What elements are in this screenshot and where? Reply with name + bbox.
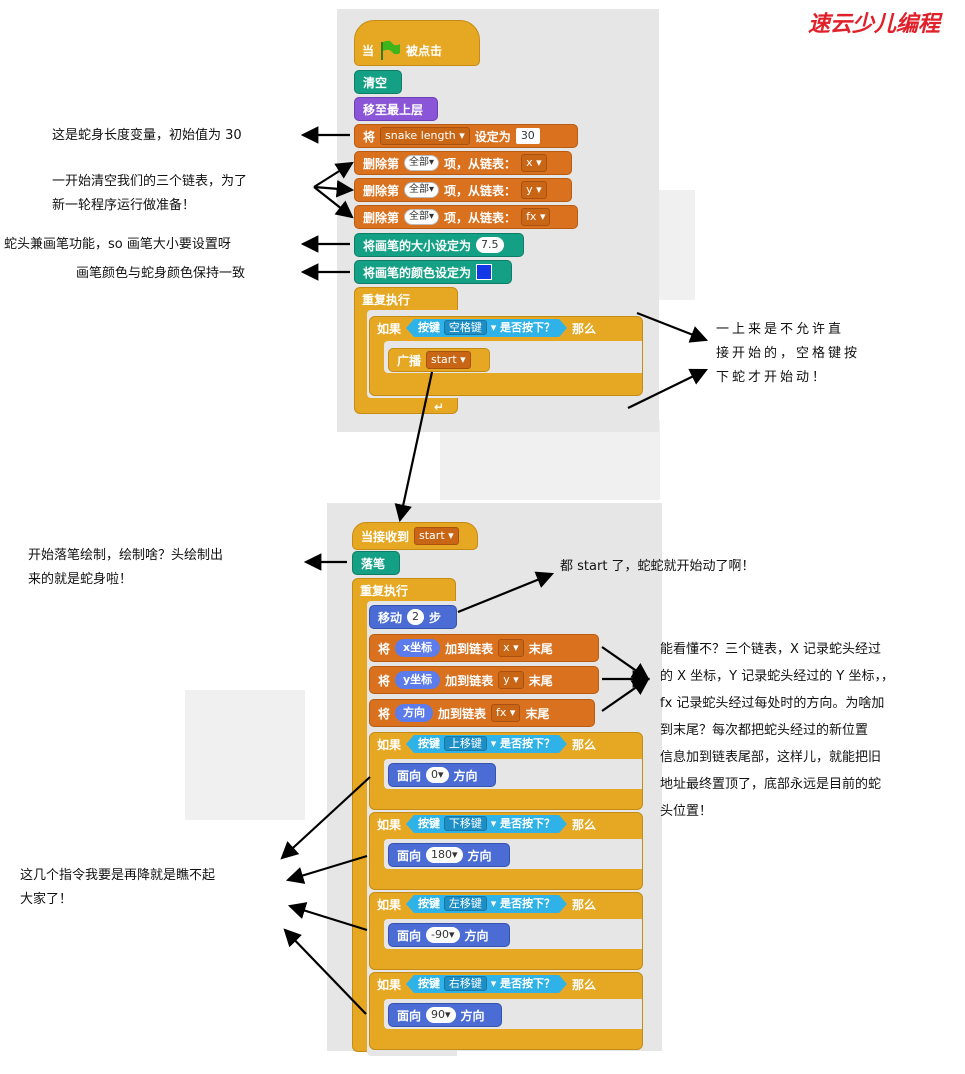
delete-list-block[interactable]: 删除第 全部▾ 项，从链表： y ▾ [354, 178, 572, 202]
set-variable-block[interactable]: 将 snake length ▾ 设定为 30 [354, 124, 578, 148]
blur-patch [655, 190, 695, 300]
pen-size-input[interactable]: 7.5 [476, 237, 504, 253]
list-dropdown[interactable]: fx ▾ [491, 704, 521, 722]
blur-patch [440, 420, 660, 500]
arrow [283, 928, 367, 1015]
if-header: 如果 按键 空格键 ▾ 是否按下？ 那么 [377, 319, 597, 337]
direction-input[interactable]: 180▾ [426, 847, 463, 863]
point-direction-block[interactable]: 面向 180▾ 方向 [388, 843, 510, 867]
add-to-list-block[interactable]: 将 y坐标 加到链表 y ▾ 末尾 [369, 666, 599, 694]
when-receive-hat[interactable]: 当接收到 start ▾ [352, 522, 478, 550]
note-clear-lists: 一开始清空我们的三个链表，为了新一轮程序运行做准备！ [52, 174, 248, 213]
move-steps-block[interactable]: 移动 2 步 [369, 605, 457, 629]
direction-input[interactable]: 0▾ [426, 767, 449, 783]
steps-input[interactable]: 2 [407, 609, 425, 625]
key-pressed-sensor[interactable]: 按键 右移键 ▾ 是否按下？ [406, 975, 567, 993]
key-pressed-sensor[interactable]: 按键 左移键 ▾ 是否按下？ [406, 895, 567, 913]
arrow [313, 161, 354, 188]
direction-reporter[interactable]: 方向 [395, 704, 434, 722]
point-direction-block[interactable]: 面向 90▾ 方向 [388, 1003, 502, 1027]
note-start-move: 都 start 了，蛇蛇就开始动了啊！ [560, 559, 755, 574]
list-dropdown[interactable]: fx ▾ [521, 208, 551, 226]
point-direction-block[interactable]: 面向 0▾ 方向 [388, 763, 496, 787]
message-dropdown[interactable]: start ▾ [426, 351, 471, 369]
key-pressed-sensor[interactable]: 按键 上移键 ▾ 是否按下？ [406, 735, 567, 753]
message-dropdown[interactable]: start ▾ [414, 527, 459, 545]
forever-label: 重复执行 [360, 583, 409, 598]
blur-patch [185, 690, 305, 820]
pen-size-block[interactable]: 将画笔的大小设定为 7.5 [354, 233, 524, 257]
arrow [280, 776, 371, 860]
delete-list-block[interactable]: 删除第 全部▾ 项，从链表： x ▾ [354, 151, 572, 175]
item-dropdown[interactable]: 全部▾ [404, 182, 440, 198]
list-dropdown[interactable]: y ▾ [498, 671, 524, 689]
clear-block[interactable]: 清空 [354, 70, 402, 94]
forever-label: 重复执行 [362, 292, 411, 307]
value-input[interactable]: 30 [515, 128, 540, 144]
arrow [285, 854, 368, 884]
arrow [287, 902, 368, 932]
pen-color-block[interactable]: 将画笔的颜色设定为 [354, 260, 512, 284]
if-header: 如果 按键 上移键 ▾ 是否按下？ 那么 [377, 735, 597, 753]
loop-arrow-icon: ↵ [434, 400, 445, 414]
direction-input[interactable]: -90▾ [426, 927, 460, 943]
arrow [636, 311, 709, 343]
if-header: 如果 按键 右移键 ▾ 是否按下？ 那么 [377, 975, 597, 993]
note-pen-size: 蛇头兼画笔功能，so 画笔大小要设置呀 [4, 237, 231, 252]
if-header: 如果 按键 左移键 ▾ 是否按下？ 那么 [377, 895, 597, 913]
arrow [394, 371, 434, 523]
note-snake-length: 这是蛇身长度变量，初始值为 30 [52, 128, 242, 143]
direction-input[interactable]: 90▾ [426, 1007, 456, 1023]
broadcast-block[interactable]: 广播 start ▾ [388, 348, 490, 372]
arrow [601, 646, 650, 681]
list-dropdown[interactable]: x ▾ [521, 154, 547, 172]
green-flag-hat-block[interactable] [354, 20, 480, 66]
note-lists-explain: 能看懂不？三个链表，X 记录蛇头经过的 X 坐标，Y 记录蛇头经过的 Y 坐标，… [660, 642, 894, 819]
list-dropdown[interactable]: x ▾ [498, 639, 524, 657]
list-dropdown[interactable]: y ▾ [521, 181, 547, 199]
add-to-list-block[interactable]: 将 方向 加到链表 fx ▾ 末尾 [369, 699, 595, 727]
arrow [627, 368, 708, 409]
go-front-block[interactable]: 移至最上层 [354, 97, 438, 121]
key-pressed-sensor[interactable]: 按键 空格键 ▾ 是否按下？ [406, 319, 567, 337]
delete-list-block[interactable]: 删除第 全部▾ 项，从链表： fx ▾ [354, 205, 578, 229]
note-pen-color: 画笔颜色与蛇身颜色保持一致 [76, 266, 246, 281]
y-position-reporter[interactable]: y坐标 [395, 671, 441, 689]
arrow [457, 571, 555, 614]
note-direction-keys: 这几个指令我要是再降就是瞧不起大家了！ [20, 868, 216, 907]
item-dropdown[interactable]: 全部▾ [404, 209, 440, 225]
hat-label: 当 被点击 [354, 38, 478, 62]
add-to-list-block[interactable]: 将 x坐标 加到链表 x ▾ 末尾 [369, 634, 599, 662]
green-flag-icon [381, 40, 401, 60]
arrow [313, 186, 354, 219]
pen-down-block[interactable]: 落笔 [352, 551, 400, 575]
variable-dropdown[interactable]: snake length ▾ [380, 127, 470, 145]
arrow [313, 180, 355, 198]
x-position-reporter[interactable]: x坐标 [395, 639, 441, 657]
point-direction-block[interactable]: 面向 -90▾ 方向 [388, 923, 510, 947]
key-pressed-sensor[interactable]: 按键 下移键 ▾ 是否按下？ [406, 815, 567, 833]
item-dropdown[interactable]: 全部▾ [404, 155, 440, 171]
note-space-start: 一上来是不允许直接开始的，空格键按下蛇才开始动！ [716, 322, 861, 385]
color-swatch[interactable] [476, 264, 493, 280]
note-pen-down: 开始落笔绘制，绘制啥？头绘制出来的就是蛇身啦！ [28, 548, 224, 587]
if-header: 如果 按键 下移键 ▾ 是否按下？ 那么 [377, 815, 597, 833]
arrow [601, 677, 650, 712]
logo: 速云少儿编程 [808, 11, 941, 37]
